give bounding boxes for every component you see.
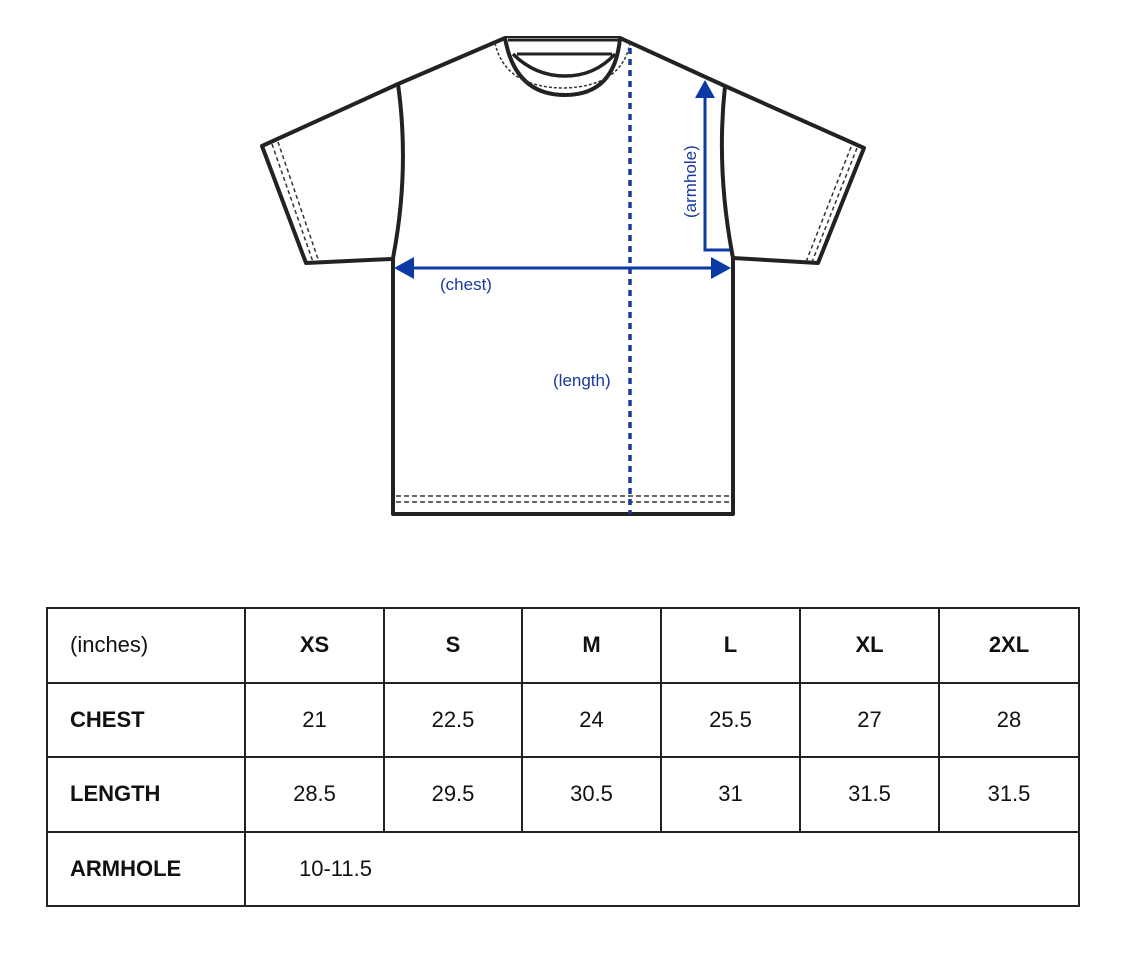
table-row-chest: CHEST 21 22.5 24 25.5 27 28 bbox=[46, 681, 1080, 758]
armhole-measure-arrow bbox=[695, 80, 730, 252]
chest-m: 24 bbox=[521, 681, 662, 758]
table-row-length: LENGTH 28.5 29.5 30.5 31 31.5 31.5 bbox=[46, 756, 1080, 833]
length-2xl: 31.5 bbox=[938, 756, 1080, 833]
length-l: 31 bbox=[660, 756, 801, 833]
right-sleeve bbox=[724, 84, 866, 265]
size-chart-table: (inches) XS S M L XL 2XL CHEST 21 22.5 2… bbox=[46, 607, 1080, 907]
size-header-l: L bbox=[660, 607, 801, 684]
length-label: (length) bbox=[553, 371, 611, 390]
chest-l: 25.5 bbox=[660, 681, 801, 758]
row-label-chest: CHEST bbox=[46, 681, 246, 758]
shirt-body bbox=[391, 36, 735, 516]
size-header-s: S bbox=[383, 607, 523, 684]
size-header-2xl: 2XL bbox=[938, 607, 1080, 684]
length-s: 29.5 bbox=[383, 756, 523, 833]
chest-label: (chest) bbox=[440, 275, 492, 294]
size-header-xl: XL bbox=[799, 607, 940, 684]
chest-xs: 21 bbox=[244, 681, 385, 758]
table-header-row: (inches) XS S M L XL 2XL bbox=[46, 607, 1080, 684]
size-header-xs: XS bbox=[244, 607, 385, 684]
chest-s: 22.5 bbox=[383, 681, 523, 758]
armhole-label: (armhole) bbox=[681, 145, 700, 218]
row-label-length: LENGTH bbox=[46, 756, 246, 833]
chest-xl: 27 bbox=[799, 681, 940, 758]
unit-label: (inches) bbox=[46, 607, 246, 684]
armhole-all-sizes: 10-11.5 bbox=[244, 830, 1080, 907]
chest-2xl: 28 bbox=[938, 681, 1080, 758]
size-header-m: M bbox=[521, 607, 662, 684]
left-sleeve bbox=[260, 82, 399, 265]
table-row-armhole: ARMHOLE 10-11.5 bbox=[46, 830, 1080, 907]
neckline bbox=[494, 37, 631, 98]
length-m: 30.5 bbox=[521, 756, 662, 833]
tshirt-diagram: (chest) (length) (armhole) bbox=[260, 36, 866, 516]
row-label-armhole: ARMHOLE bbox=[46, 830, 246, 907]
length-xs: 28.5 bbox=[244, 756, 385, 833]
chest-measure-arrow bbox=[394, 257, 731, 279]
length-xl: 31.5 bbox=[799, 756, 940, 833]
